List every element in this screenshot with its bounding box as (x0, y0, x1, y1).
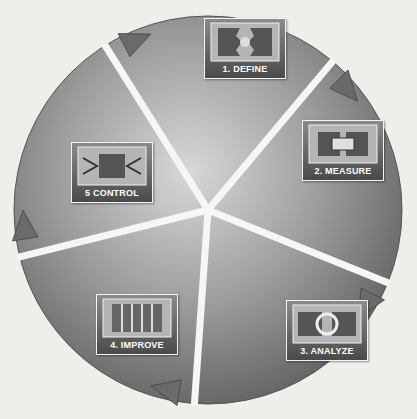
separator-line (194, 210, 208, 406)
arrowhead (12, 210, 38, 241)
segment-separators (18, 44, 390, 406)
step-label: 5 CONTROL (76, 188, 148, 199)
step-label: 1. DEFINE (209, 64, 281, 75)
step-picture (210, 22, 280, 62)
step-label: 3. ANALYZE (291, 346, 363, 357)
step-picture (77, 146, 147, 186)
step-picture (292, 304, 362, 344)
separator-line (208, 210, 390, 283)
wheel-disc (14, 16, 402, 404)
step-box: 3. ANALYZE (286, 300, 368, 361)
step-label: 2. MEASURE (307, 166, 379, 177)
step-label: 4. IMPROVE (101, 340, 173, 351)
separator-line (18, 210, 208, 257)
step-picture (102, 298, 172, 338)
cycle-arrowheads (12, 34, 384, 406)
arrowhead (151, 380, 181, 406)
arrowhead (330, 70, 358, 101)
step-box: 1. DEFINE (204, 18, 286, 79)
step-box: 4. IMPROVE (96, 294, 178, 355)
step-box: 5 CONTROL (71, 142, 153, 203)
step-picture (308, 124, 378, 164)
step-box: 2. MEASURE (302, 120, 384, 181)
arrowhead (118, 34, 151, 57)
